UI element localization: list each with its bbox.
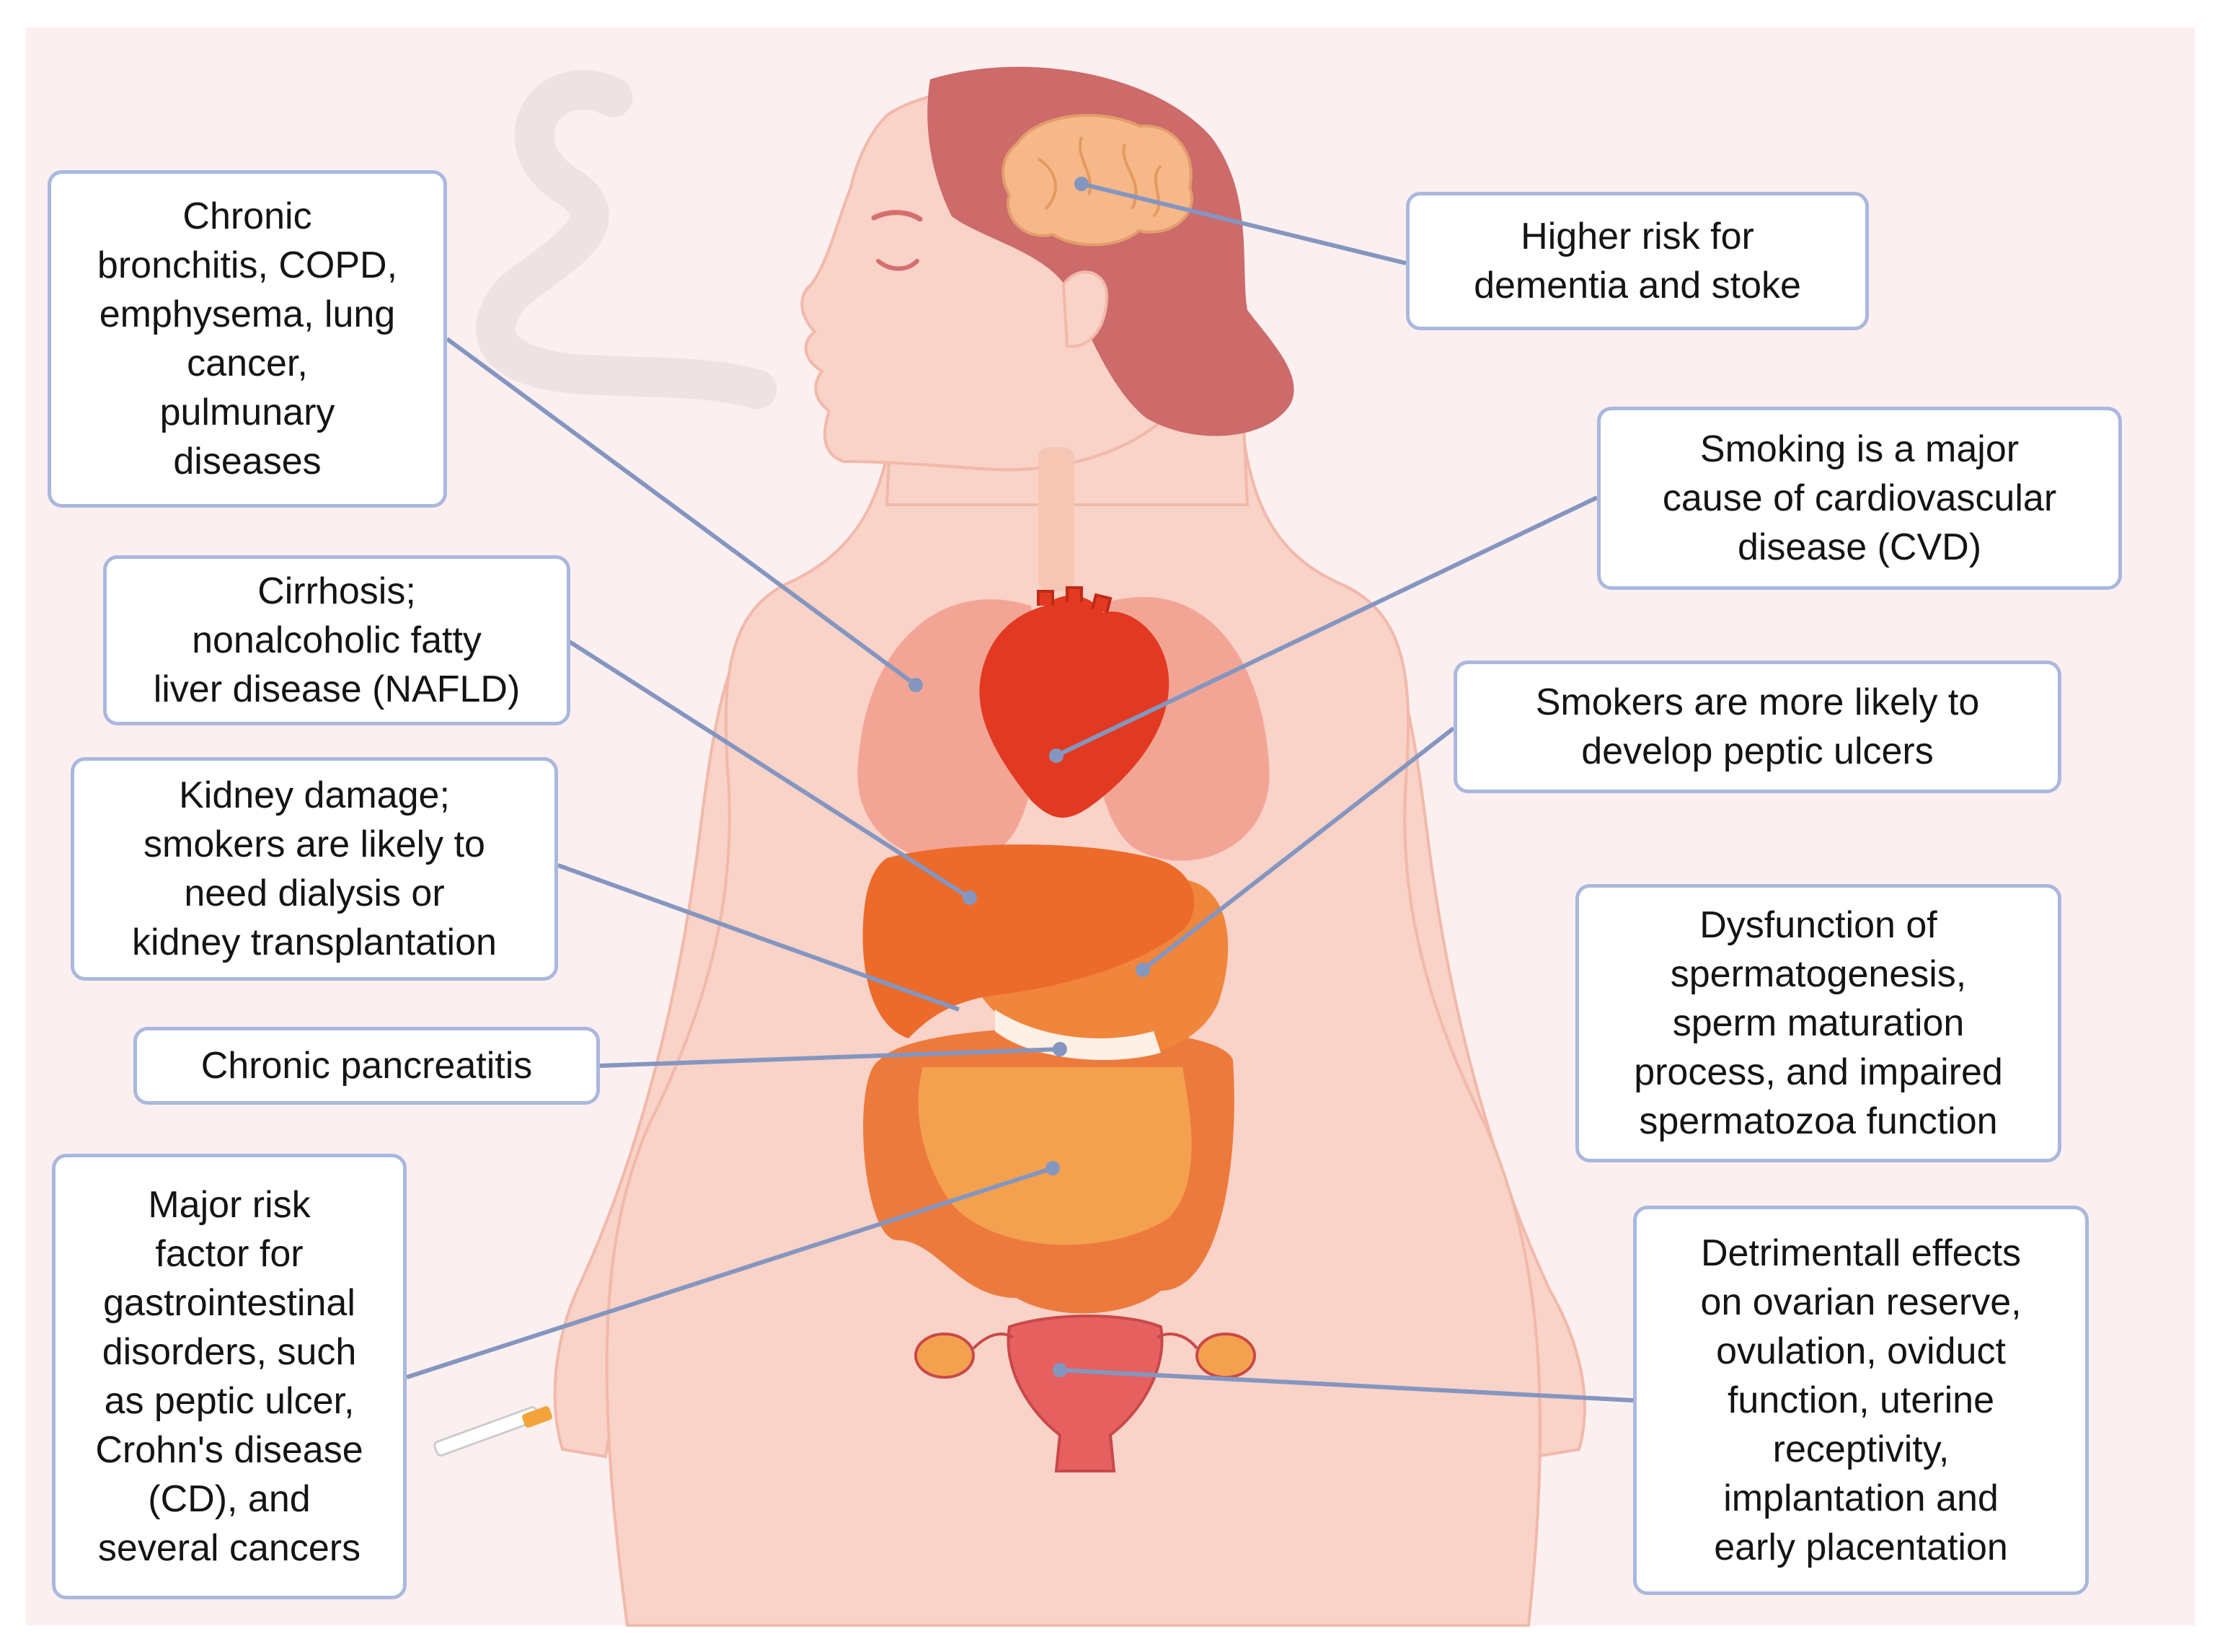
trachea — [1038, 447, 1074, 591]
eyebrow — [871, 210, 923, 222]
leader-line-liver — [568, 640, 971, 900]
heart-vessels — [1037, 586, 1113, 614]
pancreas-callout: Chronic pancreatitis — [133, 1027, 600, 1105]
small-intestine — [918, 1067, 1192, 1245]
leader-line-stomach — [1141, 726, 1455, 972]
liver-callout: Cirrhosis; nonalcoholic fatty liver dise… — [103, 555, 570, 725]
ear — [1061, 270, 1109, 348]
leader-line-reproductive — [1059, 1368, 1634, 1403]
liver — [862, 844, 1195, 1038]
closed-eye — [876, 259, 919, 271]
stomach-callout: Smokers are more likely to develop pepti… — [1454, 661, 2061, 793]
leader-line-intestine — [406, 1166, 1053, 1379]
lungs-callout: Chronic bronchitis, COPD, emphysema, lun… — [48, 170, 447, 508]
sperm-callout: Dysfunction of spermatogenesis, sperm ma… — [1575, 884, 2061, 1162]
heart-callout: Smoking is a major cause of cardiovascul… — [1597, 407, 2122, 590]
kidney-callout: Kidney damage; smokers are likely to nee… — [71, 757, 558, 981]
uterus — [914, 1315, 1256, 1472]
brain — [1001, 114, 1193, 247]
intestine-callout: Major risk factor for gastrointestinal d… — [52, 1154, 407, 1599]
pancreas — [995, 1010, 1161, 1060]
leader-line-lungs — [446, 337, 917, 687]
leader-lines — [406, 177, 1634, 1403]
leader-line-kidney — [557, 863, 960, 1012]
leader-line-heart — [1055, 495, 1598, 758]
leader-line-pancreas — [599, 1047, 1061, 1068]
smoke-icon — [476, 70, 777, 410]
brain-folds — [1037, 136, 1162, 218]
leader-line-brain — [1081, 182, 1407, 265]
cigarette-icon — [433, 1406, 552, 1457]
brain-callout: Higher risk for dementia and stoke — [1406, 192, 1869, 330]
reproductive-callout: Detrimentall effects on ovarian reserve,… — [1633, 1206, 2089, 1595]
heart — [979, 596, 1169, 818]
